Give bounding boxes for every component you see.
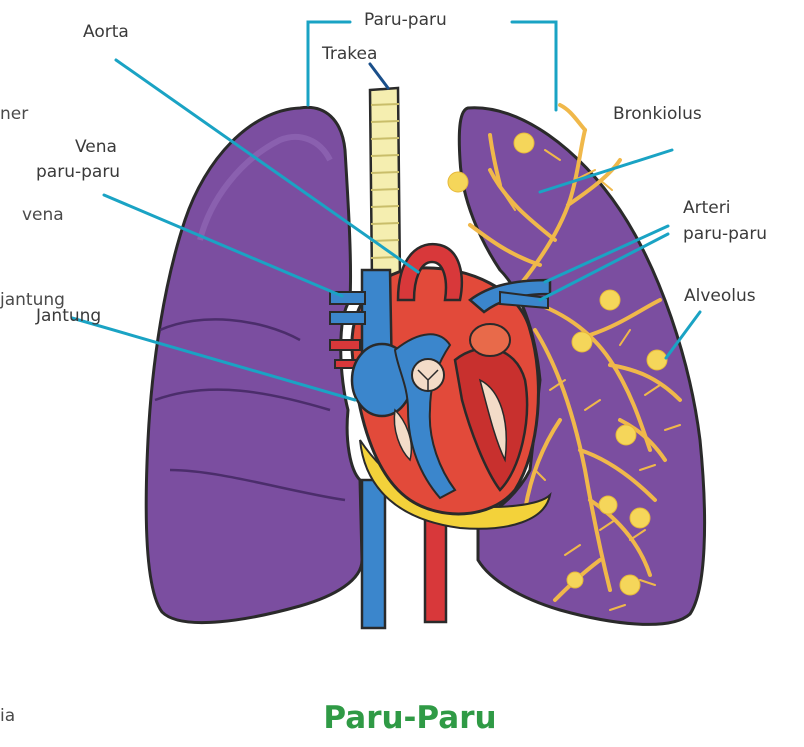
label-alveolus: Alveolus	[684, 286, 756, 306]
label-vena-paru-paru-line1: Vena	[75, 137, 117, 157]
partial-text-vena: vena	[22, 205, 64, 225]
trachea	[370, 88, 400, 282]
label-paru-paru: Paru-paru	[364, 10, 447, 30]
label-vena-paru-paru-line2: paru-paru	[36, 162, 120, 182]
partial-text-top: ner	[0, 104, 28, 124]
left-lung	[146, 107, 362, 622]
label-trakea: Trakea	[322, 44, 377, 64]
partial-text-bottom: ia	[0, 706, 15, 726]
label-bronkiolus: Bronkiolus	[613, 104, 702, 124]
label-arteri-paru-paru-line2: paru-paru	[683, 224, 767, 244]
label-arteri-paru-paru-line1: Arteri	[683, 198, 730, 218]
partial-text-jantung: jantung	[0, 290, 65, 310]
diagram-caption: Paru-Paru	[260, 700, 560, 736]
label-aorta: Aorta	[83, 22, 129, 42]
